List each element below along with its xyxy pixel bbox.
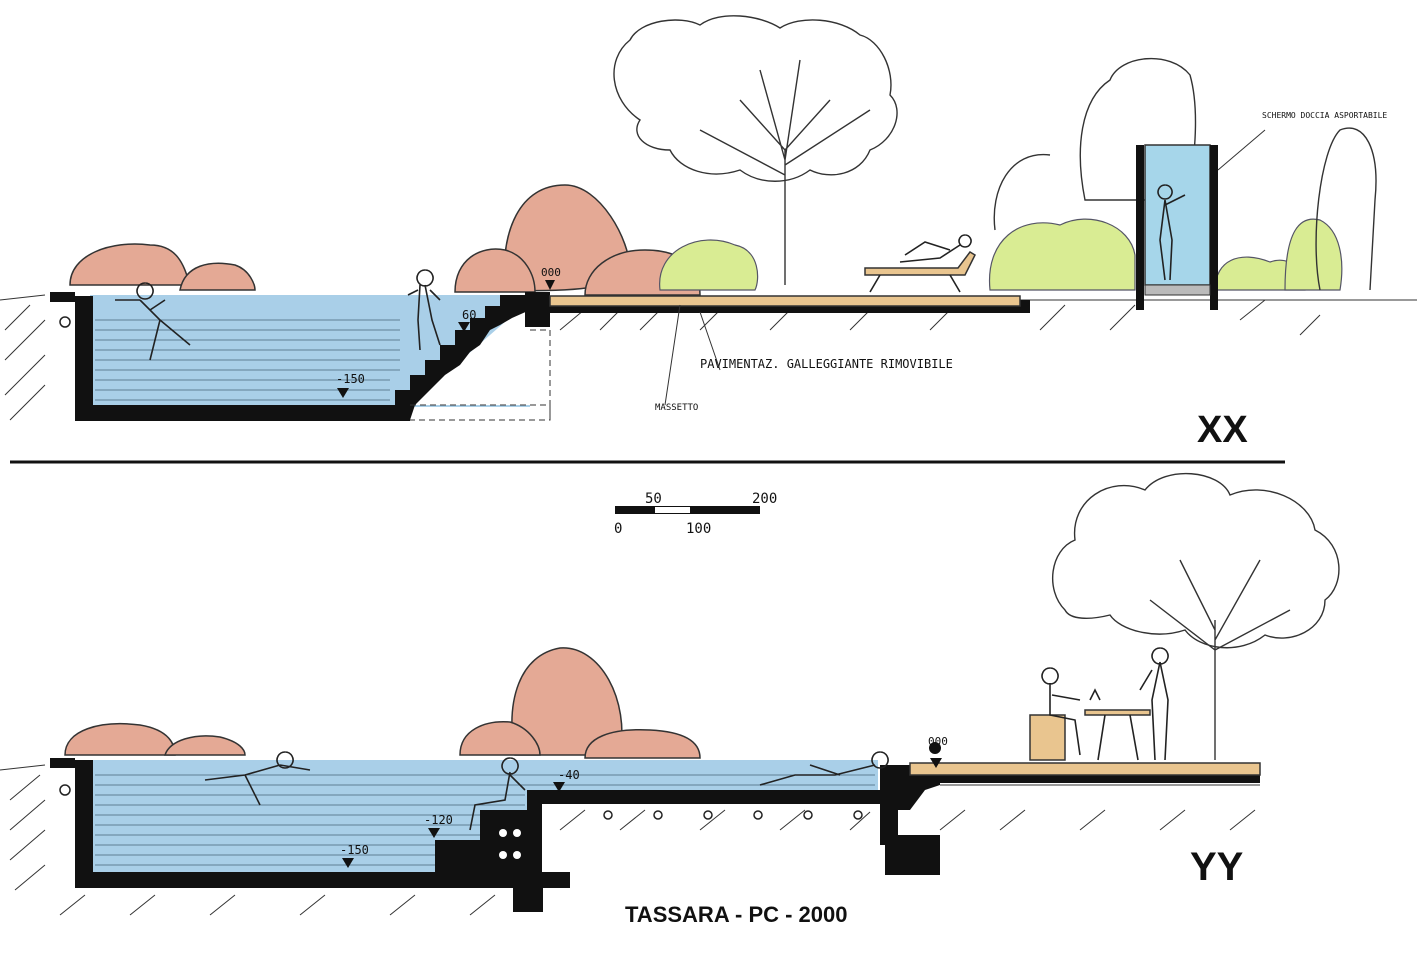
level-surface-yy: 000 <box>928 735 948 748</box>
tree-yy <box>1051 472 1340 760</box>
swimmer-xx <box>115 282 191 361</box>
standing-person-xx <box>407 269 441 351</box>
reclining-person-yy <box>759 751 889 786</box>
water-lines-yy <box>95 774 875 866</box>
section-xx: 000 60 -150 PAVIMENTAZ. GALLEGGIANTE RIM… <box>0 15 1417 451</box>
level-markers-xx: 000 60 -150 <box>336 266 561 398</box>
shrub-d-xx <box>1284 218 1343 291</box>
rock-mid2-xx <box>454 248 536 293</box>
bg-tree-right3-xx <box>993 153 1051 231</box>
swimmer-yy <box>204 751 311 806</box>
level-bottom-xx: -150 <box>336 372 365 386</box>
section-yy: 000 -40 -120 -150 YY <box>0 472 1340 916</box>
dashed-outline-xx <box>410 329 551 421</box>
floating-deck-xx <box>549 295 1021 307</box>
rock-left2-xx <box>179 262 256 291</box>
shower-screen-xx <box>1136 144 1218 310</box>
scale-tick-100: 100 <box>686 521 711 537</box>
scale-tick-200: 200 <box>752 491 777 507</box>
level-surface-xx: 000 <box>541 266 561 279</box>
level-step-xx: 60 <box>462 308 476 322</box>
bg-tree-right2-xx <box>1315 127 1377 291</box>
level-bottom-yy: -150 <box>340 843 369 857</box>
rock-mid3-yy <box>584 729 701 759</box>
label-floating-floor: PAVIMENTAZ. GALLEGGIANTE RIMOVIBILE <box>700 357 953 371</box>
section-label-yy: YY <box>1190 845 1244 889</box>
scale-tick-0: 0 <box>614 521 622 537</box>
deck-yy <box>909 762 1261 776</box>
rock-mid-yy <box>511 647 623 756</box>
rock-left2-yy <box>163 735 246 756</box>
label-screed: MASSETTO <box>655 403 698 413</box>
label-shower-screen: SCHERMO DOCCIA ASPORTABILE <box>1262 111 1387 120</box>
cafe-table-yy <box>1029 647 1169 761</box>
shrub-b-xx <box>988 218 1136 291</box>
rock-left-xx <box>69 243 192 286</box>
rock-mid2-yy <box>459 721 541 756</box>
pool-walls-xx <box>50 292 1030 421</box>
tree-xx <box>613 15 898 285</box>
ground-hatch-yy <box>0 764 1260 916</box>
rock-left-yy <box>64 723 176 756</box>
drawing-caption: TASSARA - PC - 2000 <box>625 902 848 927</box>
lounge-chair-xx <box>864 234 976 293</box>
drain-holes-yy <box>59 784 863 820</box>
scale-tick-50: 50 <box>645 491 662 507</box>
section-label-xx: XX <box>1197 409 1248 451</box>
level-markers-yy: 000 -40 -120 -150 <box>340 735 948 868</box>
level-seat-yy: -120 <box>424 813 453 827</box>
pool-walls-yy <box>50 758 1260 912</box>
level-shelf-yy: -40 <box>558 768 580 782</box>
shrub-a-xx <box>659 239 759 291</box>
scale-bar: 50 200 0 100 <box>614 491 777 537</box>
sitting-person-yy <box>469 757 526 831</box>
